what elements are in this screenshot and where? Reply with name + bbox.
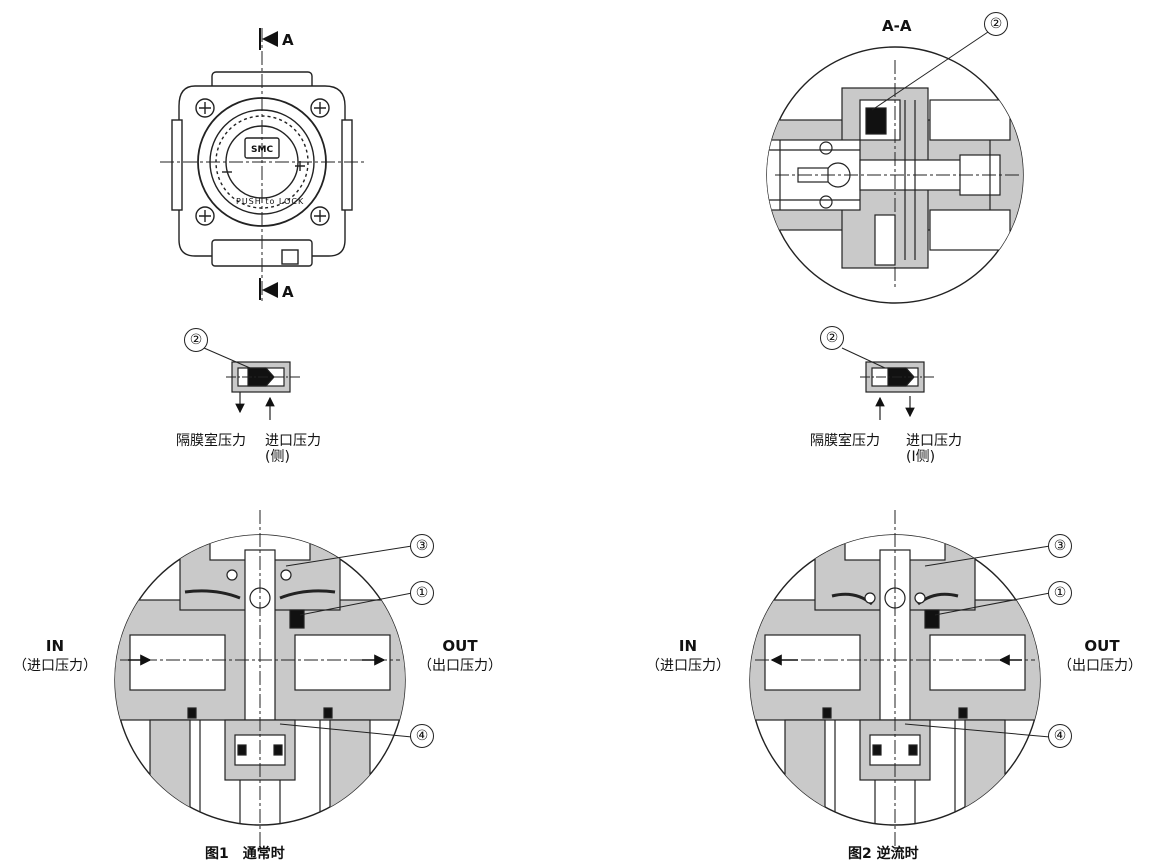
- fig2-inlet-side-label: (I侧): [906, 449, 936, 465]
- fig1-inlet-side-label: (侧): [265, 449, 290, 465]
- smc-logo: SMC: [251, 145, 274, 155]
- section-mark-top-label: A: [282, 31, 294, 49]
- check-valve-detail-1: [203, 347, 300, 420]
- fig2-caption: 图2 逆流时: [848, 846, 919, 862]
- regulator-section-normal: [114, 510, 413, 850]
- section-aa-title: A-A: [882, 17, 912, 35]
- section-mark-top: [259, 28, 278, 50]
- callout-2-fig2: ②: [820, 326, 844, 350]
- fig2-out-label: OUT: [1084, 637, 1120, 655]
- callout-3-fig1: ③: [410, 534, 434, 558]
- fig1-out-label: OUT: [442, 637, 478, 655]
- fig2-in-sub: （进口压力）: [646, 658, 730, 674]
- fig1-out-sub: （出口压力）: [418, 658, 502, 674]
- knob-text: PUSH to LOCK: [236, 197, 305, 206]
- fig2-out-sub: （出口压力）: [1058, 658, 1142, 674]
- section-aa-view: [766, 31, 1024, 304]
- check-valve-detail-2: [841, 347, 934, 420]
- callout-1-fig2: ①: [1048, 581, 1072, 605]
- top-view-centerlines: [160, 28, 365, 302]
- fig2-diaphragm-pressure-label: 隔膜室压力: [810, 433, 880, 449]
- regulator-section-reverse: [749, 510, 1051, 850]
- section-mark-bottom: [259, 278, 278, 300]
- fig1-diaphragm-pressure-label: 隔膜室压力: [176, 433, 246, 449]
- section-mark-bottom-label: A: [282, 283, 294, 301]
- callout-4-fig2: ④: [1048, 724, 1072, 748]
- fig1-inlet-pressure-label: 进口压力: [265, 433, 321, 449]
- fig2-in-label: IN: [678, 637, 698, 655]
- callout-3-fig2: ③: [1048, 534, 1072, 558]
- fig2-inlet-pressure-label: 进口压力: [906, 433, 962, 449]
- callout-2-aa: ②: [984, 12, 1008, 36]
- callout-4-fig1: ④: [410, 724, 434, 748]
- callout-2-fig1: ②: [184, 328, 208, 352]
- fig1-caption: 图1 通常时: [205, 846, 285, 862]
- fig1-in-sub: （进口压力）: [13, 658, 97, 674]
- callout-1-fig1: ①: [410, 581, 434, 605]
- fig1-in-label: IN: [45, 637, 65, 655]
